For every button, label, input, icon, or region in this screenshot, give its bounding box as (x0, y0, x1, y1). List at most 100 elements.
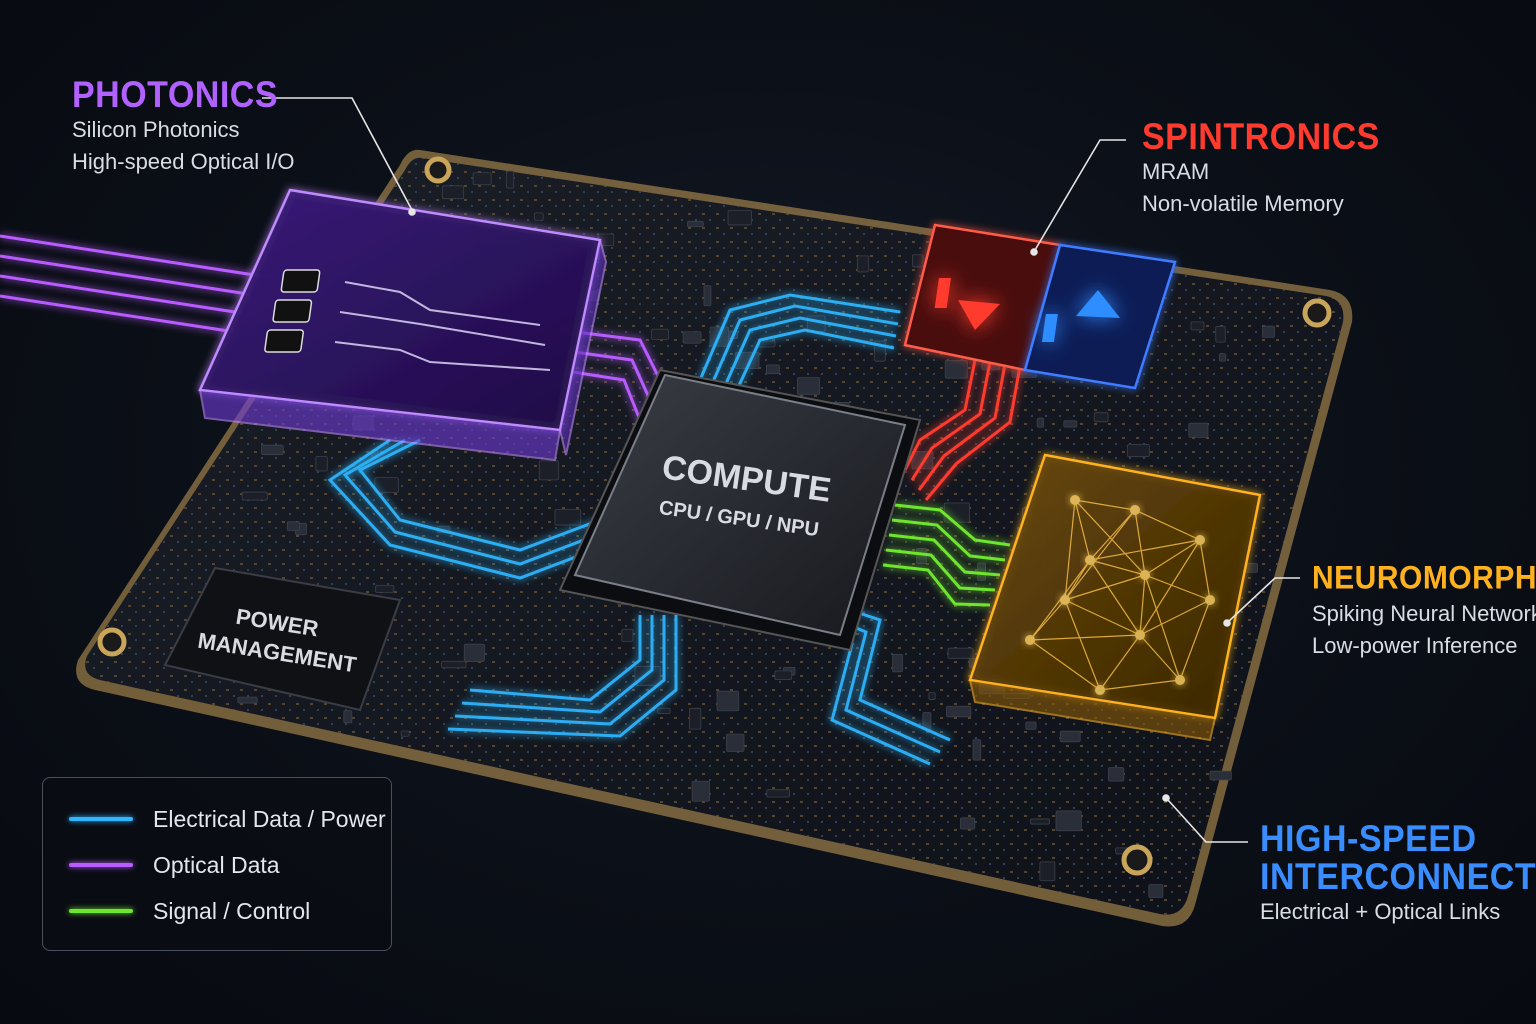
legend-swatch-optical (69, 863, 133, 867)
spintronics-title: SPINTRONICS (1142, 116, 1380, 158)
arrow-up-icon (1041, 290, 1120, 342)
neuron-link (1089, 559, 1146, 576)
neuron-link (1179, 599, 1211, 681)
board-component (916, 547, 927, 565)
interconnect-line-1: Electrical + Optical Links (1260, 899, 1501, 924)
board-component (725, 733, 745, 752)
signal-traces (882, 503, 1011, 607)
neuron-link (1029, 634, 1141, 641)
board-component (463, 643, 485, 662)
neuron-link (1064, 559, 1091, 601)
neuron-link (1064, 599, 1101, 691)
photonics-line-1: Silicon Photonics (72, 117, 240, 142)
neuron-link (1074, 499, 1091, 561)
leader-lines (262, 97, 1300, 843)
legend-label-signal: Signal / Control (153, 897, 311, 924)
board-component (688, 707, 702, 730)
board-component (1093, 412, 1109, 423)
neuron-link (1199, 539, 1211, 601)
neuron-link (1089, 559, 1141, 636)
board-component (682, 331, 702, 344)
interconnect-title-1: HIGH-SPEED (1260, 818, 1477, 860)
board-component (506, 170, 515, 189)
board-component (944, 359, 968, 379)
board-component (960, 817, 976, 830)
board-component (928, 692, 936, 700)
power-management-chip: POWER MANAGEMENT (163, 566, 402, 712)
legend-item-signal: Signal / Control (69, 896, 310, 926)
photonics-chip (198, 188, 608, 462)
electrical-traces (327, 293, 951, 766)
neuron-link (1139, 634, 1181, 681)
board-component (758, 340, 776, 348)
neuron-link (1099, 679, 1181, 691)
neuron-node (1070, 495, 1080, 505)
neuron-link (1064, 499, 1076, 601)
neuromorphic-chip (968, 453, 1262, 742)
neuron-link (1089, 539, 1201, 561)
board-component (857, 255, 869, 273)
board-component (1063, 420, 1078, 428)
neuron-link (1099, 634, 1141, 691)
board-component (774, 670, 793, 680)
photonics-label: PHOTONICS Silicon Photonics High-speed O… (72, 74, 295, 178)
board-component (1209, 770, 1232, 781)
board-component (237, 696, 258, 704)
board-component (1127, 443, 1150, 458)
board-component (1036, 417, 1044, 428)
legend-item-optical: Optical Data (69, 850, 280, 880)
mounting-hole (97, 156, 1332, 876)
neuron-node (1060, 595, 1070, 605)
neuron-link (1029, 599, 1066, 641)
neuron-link (1074, 499, 1136, 511)
neuromorphic-label: NEUROMORPHIC Spiking Neural Network Low-… (1312, 560, 1536, 662)
board-component (315, 456, 328, 472)
board-component (374, 477, 399, 493)
board-component (1108, 767, 1125, 782)
board-component (946, 705, 972, 718)
board-component (1025, 721, 1037, 730)
legend-item-electrical: Electrical Data / Power (69, 804, 386, 834)
spin-traces (903, 359, 1022, 501)
legend-label-electrical: Electrical Data / Power (153, 805, 386, 832)
board-component (892, 653, 903, 673)
compute-chip: COMPUTE CPU / GPU / NPU (558, 368, 922, 652)
board-component (538, 460, 559, 481)
board-component (1262, 325, 1275, 338)
board-component (1148, 884, 1164, 898)
board-component (400, 730, 410, 737)
neuron-link (1139, 574, 1146, 636)
neuron-link (1144, 574, 1181, 681)
neuron-node (1130, 505, 1140, 515)
neuron-link (1134, 509, 1146, 576)
neuron-node (1025, 635, 1035, 645)
board-component (691, 780, 710, 802)
photonics-line-2: High-speed Optical I/O (72, 149, 295, 174)
photonics-title: PHOTONICS (72, 74, 279, 116)
spintronics-line-1: MRAM (1142, 159, 1210, 184)
neuron-link (1144, 574, 1211, 601)
neuron-node (1175, 675, 1185, 685)
board-component (343, 710, 353, 724)
board-component (375, 585, 395, 593)
legend-swatch-signal (69, 909, 133, 913)
neuromorphic-title: NEUROMORPHIC (1312, 560, 1536, 597)
board-component (286, 521, 300, 532)
legend-label-optical: Optical Data (153, 851, 280, 878)
board-component (621, 628, 634, 642)
neuron-node (1140, 570, 1150, 580)
neuron-link (1064, 574, 1146, 601)
neuron-link (1089, 509, 1136, 561)
board-component (797, 377, 821, 395)
board-component (943, 502, 970, 523)
board-component (947, 647, 974, 659)
board-component (1215, 325, 1226, 343)
neuron-node (1135, 630, 1145, 640)
board-component (687, 220, 704, 228)
board-component (651, 328, 669, 340)
interconnect-label: HIGH-SPEED INTERCONNECT Electrical + Opt… (1260, 818, 1536, 928)
neuron-node (1205, 595, 1215, 605)
board-component (1190, 321, 1205, 331)
board-component (441, 660, 467, 669)
